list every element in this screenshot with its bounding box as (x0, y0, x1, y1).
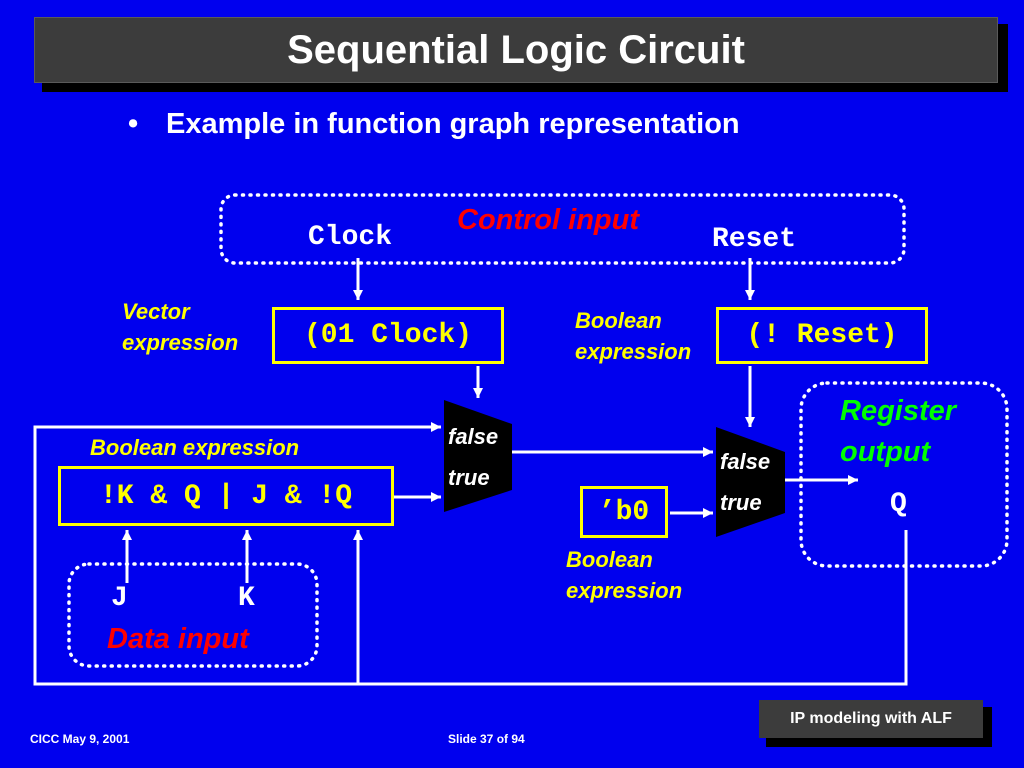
mux2-true-label: true (720, 490, 762, 515)
footer-slide-number: Slide 37 of 94 (448, 732, 525, 746)
register-output-line2: output (840, 436, 931, 468)
footer-date: CICC May 9, 2001 (30, 732, 130, 746)
register-output-label: Register output (840, 391, 956, 473)
constant-expression-box: ’b0 (580, 486, 668, 538)
control-input-group (219, 193, 906, 265)
vector-expression-label: Vector expression (122, 296, 238, 358)
mux2-false-label: false (720, 449, 771, 474)
data-input-group (67, 562, 319, 668)
bullet-item: • Example in function graph representatio… (128, 108, 740, 141)
mux1-shape (444, 400, 512, 512)
constant-boolean-expression-label: Boolean expression (566, 544, 682, 606)
register-output-group (799, 381, 1009, 568)
vector-expression-line2: expression (122, 330, 239, 355)
vector-expression-line1: Vector (122, 299, 190, 324)
clock-label: Clock (308, 222, 393, 253)
mux1-false-label: false (448, 424, 499, 449)
q-output-label: Q (890, 489, 907, 520)
clock-expression-box: (01 Clock) (272, 307, 504, 364)
bullet-text: Example in function graph representation (166, 108, 740, 140)
footer-badge: IP modeling with ALF (759, 700, 983, 738)
reset-boolean-line1: Boolean (575, 308, 662, 333)
constant-boolean-line2: expression (566, 578, 683, 603)
constant-boolean-line1: Boolean (566, 547, 653, 572)
k-input-label: K (238, 583, 255, 614)
logic-expression-box: !K & Q | J & !Q (58, 466, 394, 526)
reset-boolean-line2: expression (575, 339, 692, 364)
bullet-marker: • (128, 108, 139, 140)
j-input-label: J (111, 583, 128, 614)
control-input-label: Control input (457, 204, 640, 236)
slide-title: Sequential Logic Circuit (34, 17, 998, 83)
mux2-shape (716, 427, 785, 537)
data-input-label: Data input (107, 623, 249, 655)
feedback-wire (33, 422, 908, 686)
reset-expression-box: (! Reset) (716, 307, 928, 364)
mux1-true-label: true (448, 465, 490, 490)
logic-boolean-expression-label: Boolean expression (90, 435, 300, 460)
register-output-line1: Register (840, 395, 957, 427)
reset-label: Reset (712, 224, 797, 255)
reset-boolean-expression-label: Boolean expression (575, 305, 691, 367)
